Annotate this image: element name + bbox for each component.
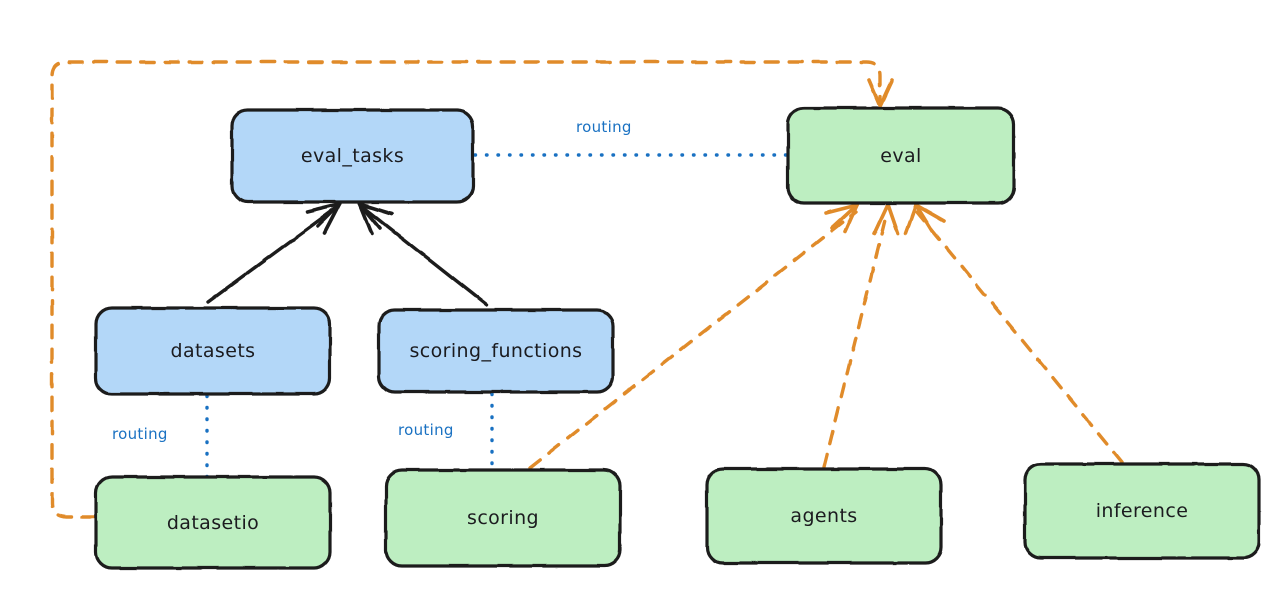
node-box-eval[interactable] — [786, 106, 1016, 205]
routing-edges — [205, 153, 790, 479]
node-box-eval-tasks[interactable] — [230, 108, 475, 204]
structure-arrowheads — [305, 201, 394, 236]
edge-agents-eval — [822, 210, 889, 469]
arrowhead-inference-eval-2 — [914, 203, 934, 233]
dependency-edges — [50, 60, 1124, 519]
arrowhead-agents-eval — [872, 199, 900, 236]
node-box-scoring-functions[interactable] — [377, 308, 615, 394]
edge-scoring-functions-eval-tasks — [361, 205, 489, 307]
edge-datasets-eval-tasks — [206, 205, 339, 304]
edge-scoring-eval — [528, 210, 858, 470]
node-box-datasets[interactable] — [94, 306, 332, 396]
node-shapes — [94, 106, 1261, 570]
arrowhead-datasets-eval-tasks-2 — [316, 202, 342, 228]
node-box-scoring[interactable] — [384, 468, 622, 568]
arrowhead-datasetio-eval — [867, 78, 894, 111]
edge-inference-eval — [915, 210, 1124, 464]
node-box-datasetio[interactable] — [94, 475, 332, 570]
edge-datasetio-eval — [50, 60, 882, 519]
node-box-agents[interactable] — [705, 467, 943, 565]
arrowhead-scoring-functions-eval-tasks-2 — [358, 202, 382, 230]
node-box-inference[interactable] — [1023, 462, 1261, 560]
structure-edges — [206, 205, 489, 307]
arrowhead-scoring-eval-2 — [830, 203, 859, 230]
